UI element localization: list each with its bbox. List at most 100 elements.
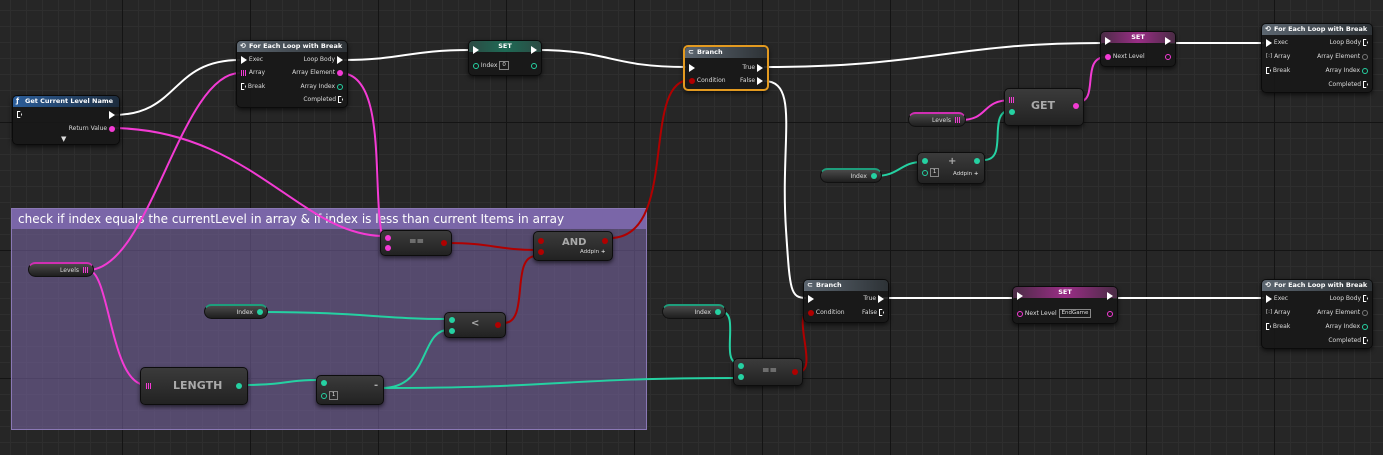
exec-out-pin[interactable] [531, 45, 537, 55]
output-pin[interactable] [495, 322, 501, 328]
exec-pin[interactable]: Exec [1266, 294, 1288, 304]
next-level-pin[interactable]: Next Level [1105, 52, 1145, 62]
exec-out-pin[interactable] [1165, 36, 1171, 46]
output-pin[interactable] [602, 238, 608, 244]
array-pin[interactable] [83, 267, 89, 273]
input-b-pin[interactable]: 1 [922, 168, 940, 177]
set-index-node[interactable]: SET Index 0 [468, 40, 542, 76]
input-b-pin[interactable] [385, 245, 391, 251]
input-b-pin[interactable]: 1 [321, 391, 339, 400]
false-pin[interactable]: False [862, 308, 884, 318]
array-index-pin[interactable]: Array Index [300, 82, 343, 92]
levels-variable-2[interactable]: Levels [28, 262, 94, 277]
condition-pin[interactable]: Condition [808, 308, 845, 318]
exec-in-pin[interactable] [1017, 291, 1023, 301]
branch-node-2[interactable]: ⊂Branch Condition True False [803, 279, 889, 323]
exec-out-pin[interactable] [109, 110, 115, 120]
add-pin-button[interactable]: Addpin + [953, 171, 979, 177]
true-pin[interactable]: True [742, 63, 763, 73]
exec-pin[interactable]: Exec [1266, 38, 1288, 48]
index-out-pin[interactable] [871, 173, 877, 179]
branch-node-1[interactable]: ⊂Branch Condition True False [683, 45, 769, 91]
completed-pin[interactable]: Completed [1328, 80, 1368, 90]
output-pin[interactable] [1073, 103, 1079, 109]
input-a-pin[interactable] [922, 158, 928, 164]
array-pin[interactable] [146, 383, 152, 389]
array-pin[interactable]: [:] Array [1266, 309, 1291, 316]
input-a-pin[interactable] [538, 238, 544, 244]
array-pin[interactable] [955, 117, 961, 123]
index-out-pin[interactable] [531, 61, 537, 71]
break-pin[interactable]: Break [1266, 322, 1290, 332]
next-level-pin[interactable]: Next Level EndGame [1017, 309, 1092, 319]
true-pin[interactable]: True [863, 294, 884, 304]
array-index-pin[interactable]: Array Index [1325, 66, 1368, 76]
add-node[interactable]: 1 + Addpin + [917, 152, 985, 184]
next-level-out-pin[interactable] [1107, 309, 1113, 319]
index-out-pin[interactable] [257, 309, 263, 315]
output-pin[interactable] [236, 383, 242, 389]
output-pin[interactable] [792, 369, 798, 375]
false-pin[interactable]: False [740, 76, 763, 86]
for-each-loop-node-3[interactable]: ⟲For Each Loop with Break Exec [:] Array… [1261, 279, 1373, 349]
chevron-down-icon[interactable]: ▼ [61, 135, 67, 143]
condition-pin[interactable]: Condition [689, 76, 726, 86]
array-pin[interactable]: [:] Array [1266, 53, 1291, 60]
exec-in-pin[interactable] [473, 45, 479, 55]
input-b-pin[interactable] [738, 374, 744, 380]
exec-in-pin[interactable] [17, 110, 22, 120]
break-pin[interactable]: Break [241, 82, 265, 92]
loop-body-pin[interactable]: Loop Body [1330, 294, 1368, 304]
index-variable-1[interactable]: Index [820, 168, 882, 183]
length-node[interactable]: LENGTH [140, 367, 248, 405]
output-pin[interactable] [974, 158, 980, 164]
index-variable-3[interactable]: Index [662, 304, 726, 319]
value-field[interactable]: 1 [929, 168, 940, 177]
subtract-node[interactable]: 1 - [316, 375, 384, 405]
input-a-pin[interactable] [738, 363, 744, 369]
array-index-pin[interactable]: Array Index [1325, 322, 1368, 332]
set-next-level-node-1[interactable]: SET Next Level [1100, 31, 1176, 67]
loop-body-pin[interactable]: Loop Body [304, 55, 343, 65]
array-pin[interactable]: Array [241, 68, 265, 78]
exec-in-pin[interactable] [808, 294, 814, 304]
index-pin[interactable] [1009, 109, 1015, 115]
output-pin[interactable] [441, 240, 447, 246]
index-pin[interactable]: Index 0 [473, 61, 509, 71]
exec-out-pin[interactable] [1107, 291, 1113, 301]
array-element-pin[interactable]: Array Element [1317, 52, 1368, 62]
loop-body-pin[interactable]: Loop Body [1330, 38, 1368, 48]
exec-in-pin[interactable] [689, 63, 695, 73]
and-node[interactable]: AND Addpin + [533, 231, 613, 261]
get-node[interactable]: GET [1004, 88, 1084, 126]
break-pin[interactable]: Break [1266, 66, 1290, 76]
input-a-pin[interactable] [321, 380, 327, 386]
index-out-pin[interactable] [715, 309, 721, 315]
next-level-value-field[interactable]: EndGame [1058, 309, 1092, 318]
array-pin[interactable] [1009, 97, 1015, 103]
less-than-node[interactable]: < [444, 312, 506, 338]
add-pin-button[interactable]: Addpin + [580, 249, 606, 255]
index-variable-2[interactable]: Index [204, 304, 268, 319]
return-value-pin[interactable]: Return Value [69, 124, 115, 134]
input-a-pin[interactable] [449, 317, 455, 323]
array-element-pin[interactable]: Array Element [1317, 308, 1368, 318]
index-value-field[interactable]: 0 [499, 61, 509, 70]
levels-variable-1[interactable]: Levels [908, 112, 966, 127]
value-field[interactable]: 1 [328, 391, 339, 400]
set-next-level-node-2[interactable]: SET Next Level EndGame [1012, 286, 1118, 324]
array-element-pin[interactable]: Array Element [292, 68, 343, 78]
completed-pin[interactable]: Completed [1328, 336, 1368, 346]
for-each-loop-node-1[interactable]: ⟲For Each Loop with Break Exec Array Bre… [236, 40, 348, 108]
next-level-out-pin[interactable] [1165, 52, 1171, 62]
for-each-loop-node-2[interactable]: ⟲For Each Loop with Break Exec [:] Array… [1261, 23, 1373, 93]
equals-node-1[interactable]: == [380, 230, 452, 256]
input-a-pin[interactable] [385, 235, 391, 241]
input-b-pin[interactable] [449, 328, 455, 334]
exec-in-pin[interactable] [1105, 36, 1111, 46]
equals-node-2[interactable]: == [733, 358, 803, 386]
exec-pin[interactable]: Exec [241, 55, 263, 65]
completed-pin[interactable]: Completed [303, 95, 343, 105]
input-b-pin[interactable] [538, 249, 544, 255]
